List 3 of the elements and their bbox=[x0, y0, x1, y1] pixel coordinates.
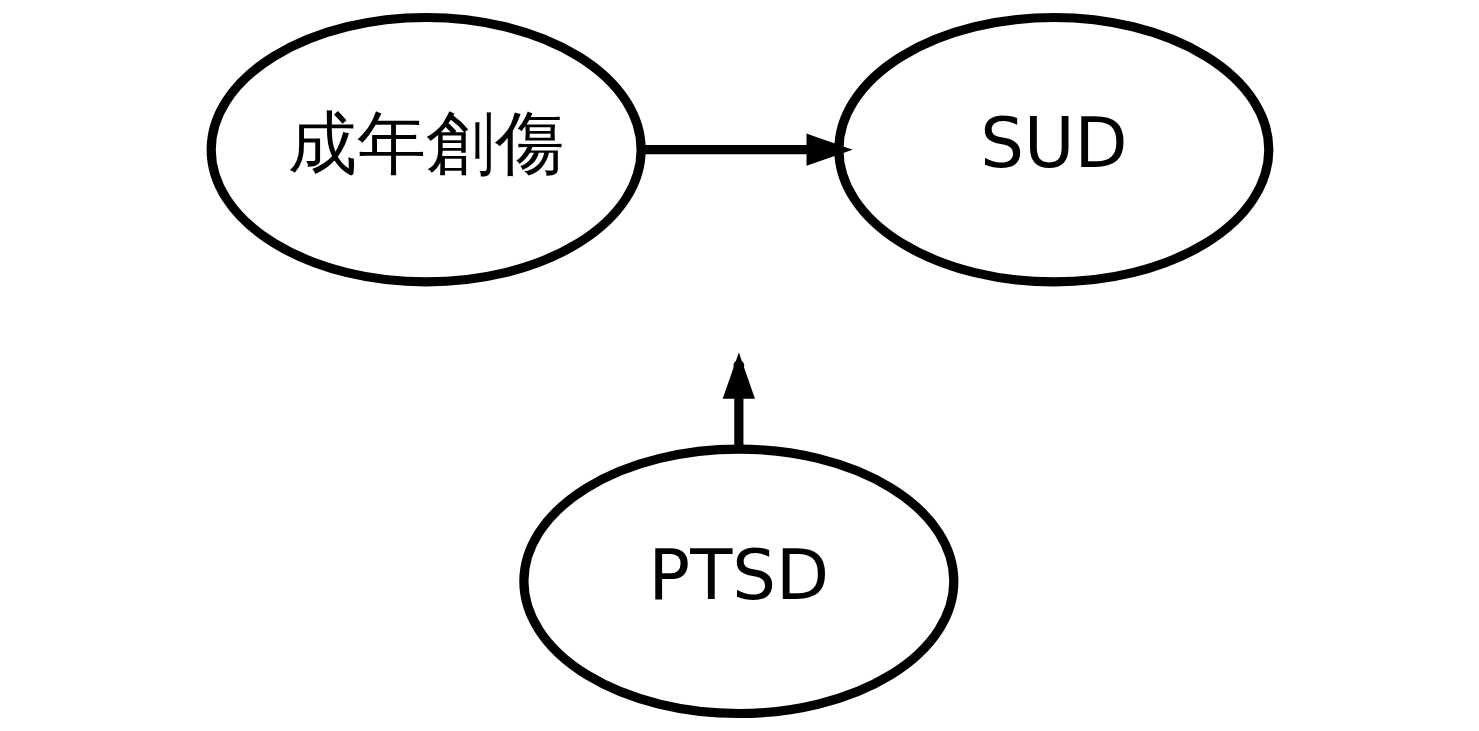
node-ellipse: SUD bbox=[833, 12, 1273, 287]
node-ellipse: PTSD bbox=[518, 444, 958, 719]
node-ellipse: 成年創傷 bbox=[206, 12, 646, 287]
